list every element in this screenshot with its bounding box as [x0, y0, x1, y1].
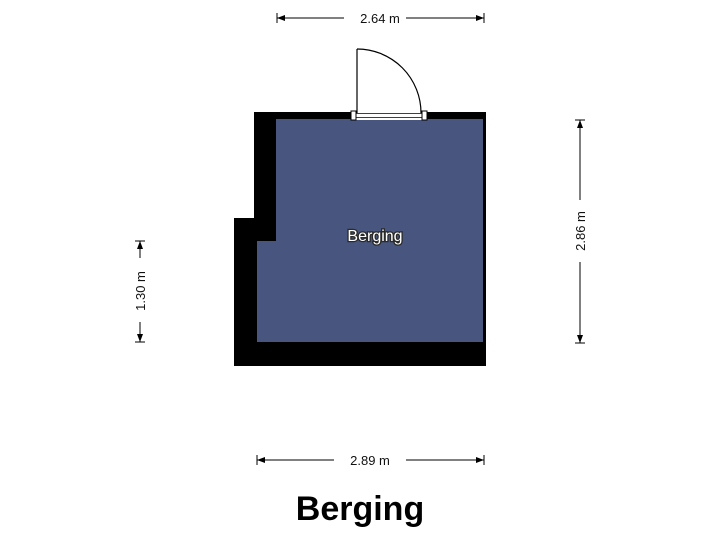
room-floor: [257, 119, 483, 342]
dimension-left: 1.30 m: [133, 240, 148, 343]
room-label: Berging: [347, 228, 402, 245]
plan-title: Berging: [295, 490, 425, 528]
dimension-bottom-label: 2.89 m: [350, 453, 390, 468]
dimension-right-label: 2.86 m: [573, 211, 588, 251]
door: [350, 48, 428, 121]
dimension-bottom: 2.89 m: [256, 453, 485, 468]
dimension-left-label: 1.30 m: [133, 271, 148, 311]
dimension-top-label: 2.64 m: [360, 11, 400, 26]
dimension-top: 2.64 m: [276, 11, 485, 26]
door-swing-arc: [356, 48, 422, 114]
dimension-right: 2.86 m: [573, 119, 588, 344]
